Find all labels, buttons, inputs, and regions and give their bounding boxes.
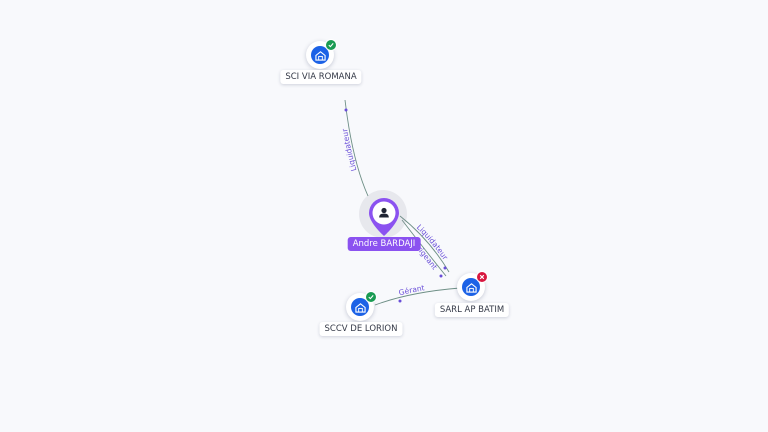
edge-arrow-dot: [443, 266, 447, 270]
check-icon: [325, 39, 337, 51]
company-node-sarl-ap-batim[interactable]: [457, 271, 488, 301]
edge-arrow-dot: [398, 299, 402, 303]
person-label-andre-bardaji[interactable]: Andre BARDAJI: [347, 237, 421, 251]
edge-arrow-dot: [344, 108, 348, 112]
person-node-andre-bardaji[interactable]: [366, 196, 402, 238]
edge-label-sci-liquidateur: Liquidateur: [340, 127, 359, 172]
company-label-sci-via-romana[interactable]: SCI VIA ROMANA: [280, 70, 362, 84]
check-icon: [365, 291, 377, 303]
company-node-sci-via-romana[interactable]: [306, 39, 337, 69]
edge-label-sccv-gerant: Gérant: [398, 283, 425, 297]
company-label-sarl-ap-batim[interactable]: SARL AP BATIM: [434, 303, 510, 317]
edge-line-sci[interactable]: [344, 99, 369, 197]
edge-line-sarl-dirigeant[interactable]: [401, 219, 447, 277]
close-icon: [476, 271, 488, 283]
building-icon: [462, 278, 480, 296]
svg-text:Liquidateur: Liquidateur: [340, 127, 359, 172]
edge-line-sarl-liquidateur[interactable]: [399, 215, 450, 273]
company-node-sccv-de-lorion[interactable]: [346, 291, 377, 321]
company-label-sccv-de-lorion[interactable]: SCCV DE LORION: [319, 322, 403, 336]
map-pin-icon: [369, 198, 399, 236]
building-icon: [351, 298, 369, 316]
edge-arrow-dot: [439, 274, 443, 278]
person-icon: [379, 207, 389, 218]
svg-text:Gérant: Gérant: [398, 283, 425, 297]
building-icon: [311, 46, 329, 64]
edge-line-sccv[interactable]: [374, 287, 461, 306]
